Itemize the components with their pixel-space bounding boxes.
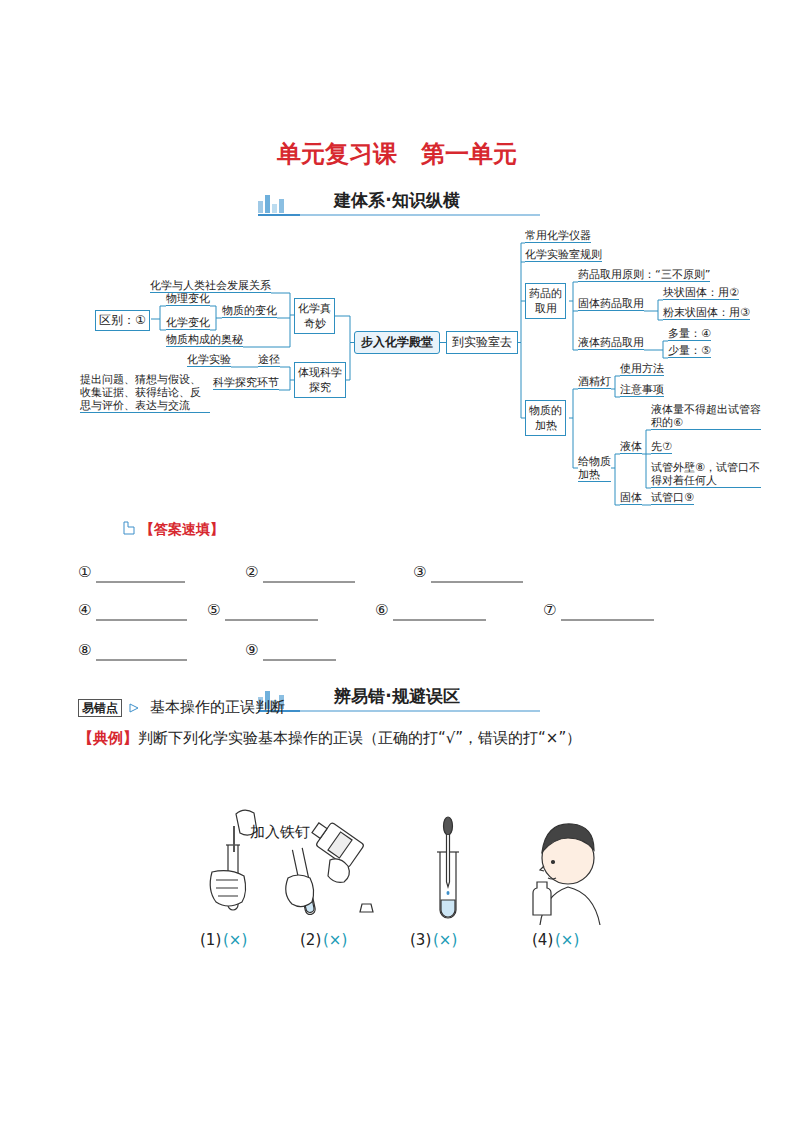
judgment-mark: (×)	[433, 930, 457, 950]
mindmap-leaf: 块状固体：用②	[663, 286, 739, 300]
mindmap-leaf: 固体	[620, 491, 642, 505]
mindmap-leaf: 物质构成的奥秘	[166, 333, 243, 347]
connector-line	[335, 316, 354, 343]
mindmap-leaf: 使用方法	[620, 362, 664, 376]
mindmap-leaf: 液体	[620, 440, 642, 454]
tag-arrow	[130, 704, 138, 712]
banner-graphic	[258, 195, 540, 711]
mindmap-leaf: 少量：⑤	[668, 344, 711, 358]
connector-line	[518, 343, 525, 419]
answer-lines	[96, 582, 654, 660]
dropper-figure	[437, 817, 459, 918]
mindmap-leaf: 化学实验	[187, 353, 231, 367]
answer-blank-number: ⑨	[245, 640, 258, 660]
node-text: 到实验室去	[452, 335, 512, 350]
judgment-mark: (×)	[323, 930, 347, 950]
mindmap-leaf: 途径	[258, 353, 280, 367]
answer-blank-number: ⑦	[543, 600, 556, 620]
answer-blank-number: ⑥	[375, 600, 388, 620]
topic-box: 物质的加热	[525, 400, 566, 436]
topic-box: 化学真奇妙	[294, 298, 335, 334]
hand-icon	[124, 522, 134, 534]
smelling-boy-figure	[533, 824, 600, 925]
mindmap-leaf: 物理变化	[166, 292, 210, 306]
central-topic-box: 步入化学殿堂	[354, 331, 440, 354]
node-text: 体现科学探究	[298, 365, 342, 395]
mindmap-leaf: 多量：④	[668, 327, 711, 341]
connector-line	[346, 343, 354, 381]
mindmap-leaf: 物质的变化	[222, 304, 277, 318]
answer-blank-number: ③	[413, 562, 426, 582]
topic-box: 药品的取用	[525, 283, 566, 319]
mindmap-leaf: 化学实验室规则	[525, 248, 602, 262]
mindmap-leaf: 注意事项	[620, 383, 664, 397]
question-text: 判断下列化学实验基本操作的正误（正确的打“√”，错误的打“×”）	[138, 728, 581, 748]
mindmap-leaf: 先⑦	[651, 440, 672, 454]
topic-box: 到实验室去	[446, 331, 518, 354]
mindmap-leaf: 固体药品取用	[578, 297, 644, 311]
node-text: 药品的取用	[529, 286, 562, 316]
mindmap-leaf: 科学探究环节	[213, 376, 279, 390]
answer-blank-number: ①	[78, 562, 91, 582]
answer-blank-number: ⑤	[207, 600, 220, 620]
figure-number: (4)	[532, 930, 553, 950]
node-text: 步入化学殿堂	[361, 335, 433, 350]
mindmap-leaf: 提出问题、猜想与假设、收集证据、获得结论、反思与评价、表达与交流	[80, 373, 210, 413]
connectors	[335, 301, 525, 418]
test-tube-nail-figure	[210, 810, 257, 910]
mindmap-leaf: 药品取用原则：“三不原则”	[578, 268, 710, 282]
mindmap-leaf: 酒精灯	[578, 375, 611, 389]
figure-number: (2)	[300, 930, 321, 950]
mindmap-leaf: 化学变化	[166, 316, 210, 330]
subheading: 基本操作的正误判断	[150, 697, 285, 717]
mindmap-leaf: 试管外壁⑧，试管口不得对着任何人	[651, 461, 761, 488]
node-text: 物质的加热	[529, 403, 562, 433]
page-title: 单元复习课 第一单元	[0, 138, 794, 170]
figure-number: (1)	[200, 930, 221, 950]
figure-number: (3)	[410, 930, 431, 950]
connector-line	[518, 301, 525, 343]
mindmap-leaf: 粉末状固体：用③	[663, 306, 750, 320]
node-text: 化学真奇妙	[298, 301, 331, 331]
example-tag: 【典例】	[78, 728, 138, 748]
judgment-mark: (×)	[555, 930, 579, 950]
topic-box: 体现科学探究	[294, 362, 346, 398]
bracket-lines	[151, 243, 668, 505]
answer-heading: 【答案速填】	[140, 520, 224, 539]
answer-blank-number: ②	[245, 562, 258, 582]
section-banner: 辨易错·规避误区	[277, 685, 517, 708]
section-banner: 建体系·知识纵横	[277, 189, 517, 212]
node-text: 区别：①	[99, 313, 146, 328]
judgment-mark: (×)	[223, 930, 247, 950]
figure-annotation: 加入铁钉	[250, 822, 310, 842]
tag-label: 易错点	[78, 699, 122, 717]
mindmap-leaf: 液体药品取用	[578, 336, 644, 350]
topic-box: 区别：①	[95, 310, 150, 331]
mindmap-leaf: 给物质加热	[578, 455, 611, 482]
mindmap-leaf: 化学与人类社会发展关系	[150, 279, 271, 293]
mindmap-leaf: 试管口⑨	[651, 491, 694, 505]
answer-blank-number: ④	[78, 600, 91, 620]
answer-blank-number: ⑧	[78, 640, 91, 660]
mindmap-leaf: 液体量不得超出试管容积的⑥	[651, 403, 761, 430]
mindmap-leaf: 常用化学仪器	[525, 229, 591, 243]
